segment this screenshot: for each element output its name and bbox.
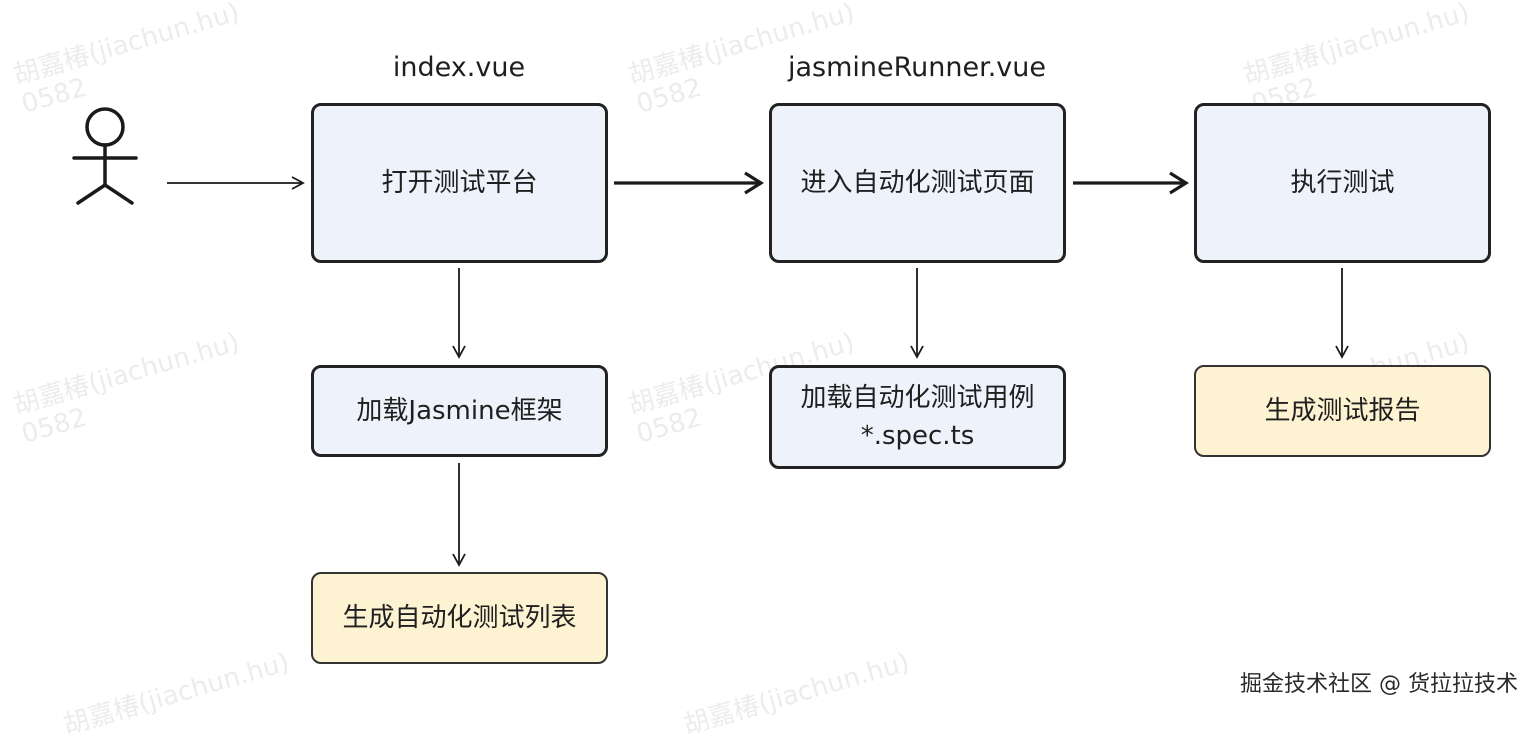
generate-report-text: 生成测试报告: [1264, 396, 1421, 426]
index-vue-label: index.vue: [392, 52, 526, 83]
jasmine-runner-vue-label: jasmineRunner.vue: [787, 52, 1047, 83]
generate-test-list-node: 生成自动化测试列表: [311, 572, 608, 664]
execute-test-node: 执行测试: [1194, 103, 1491, 263]
open-platform-text: 打开测试平台: [381, 168, 538, 198]
load-jasmine-node: 加载Jasmine框架: [311, 365, 608, 457]
enter-test-page-node: 进入自动化测试页面: [769, 103, 1066, 263]
enter-test-page-text: 进入自动化测试页面: [800, 168, 1035, 198]
open-platform-node: 打开测试平台: [311, 103, 608, 263]
load-test-cases-node: 加载自动化测试用例 *.spec.ts: [769, 365, 1066, 469]
load-test-cases-text: 加载自动化测试用例: [800, 383, 1035, 413]
load-jasmine-text: 加载Jasmine框架: [356, 396, 563, 426]
source-credit: 掘金技术社区 @ 货拉拉技术: [1240, 672, 1518, 697]
generate-test-list-text: 生成自动化测试列表: [342, 603, 577, 633]
generate-report-node: 生成测试报告: [1194, 365, 1491, 457]
flow-diagram: 胡嘉椿(jiachun.hu) 0582 胡嘉椿(jiachun.hu) 058…: [10, 0, 1518, 741]
connectors: [72, 107, 1349, 567]
spec-files-text: *.spec.ts: [860, 421, 975, 451]
user-actor-icon: [72, 107, 138, 205]
execute-test-text: 执行测试: [1290, 168, 1395, 198]
